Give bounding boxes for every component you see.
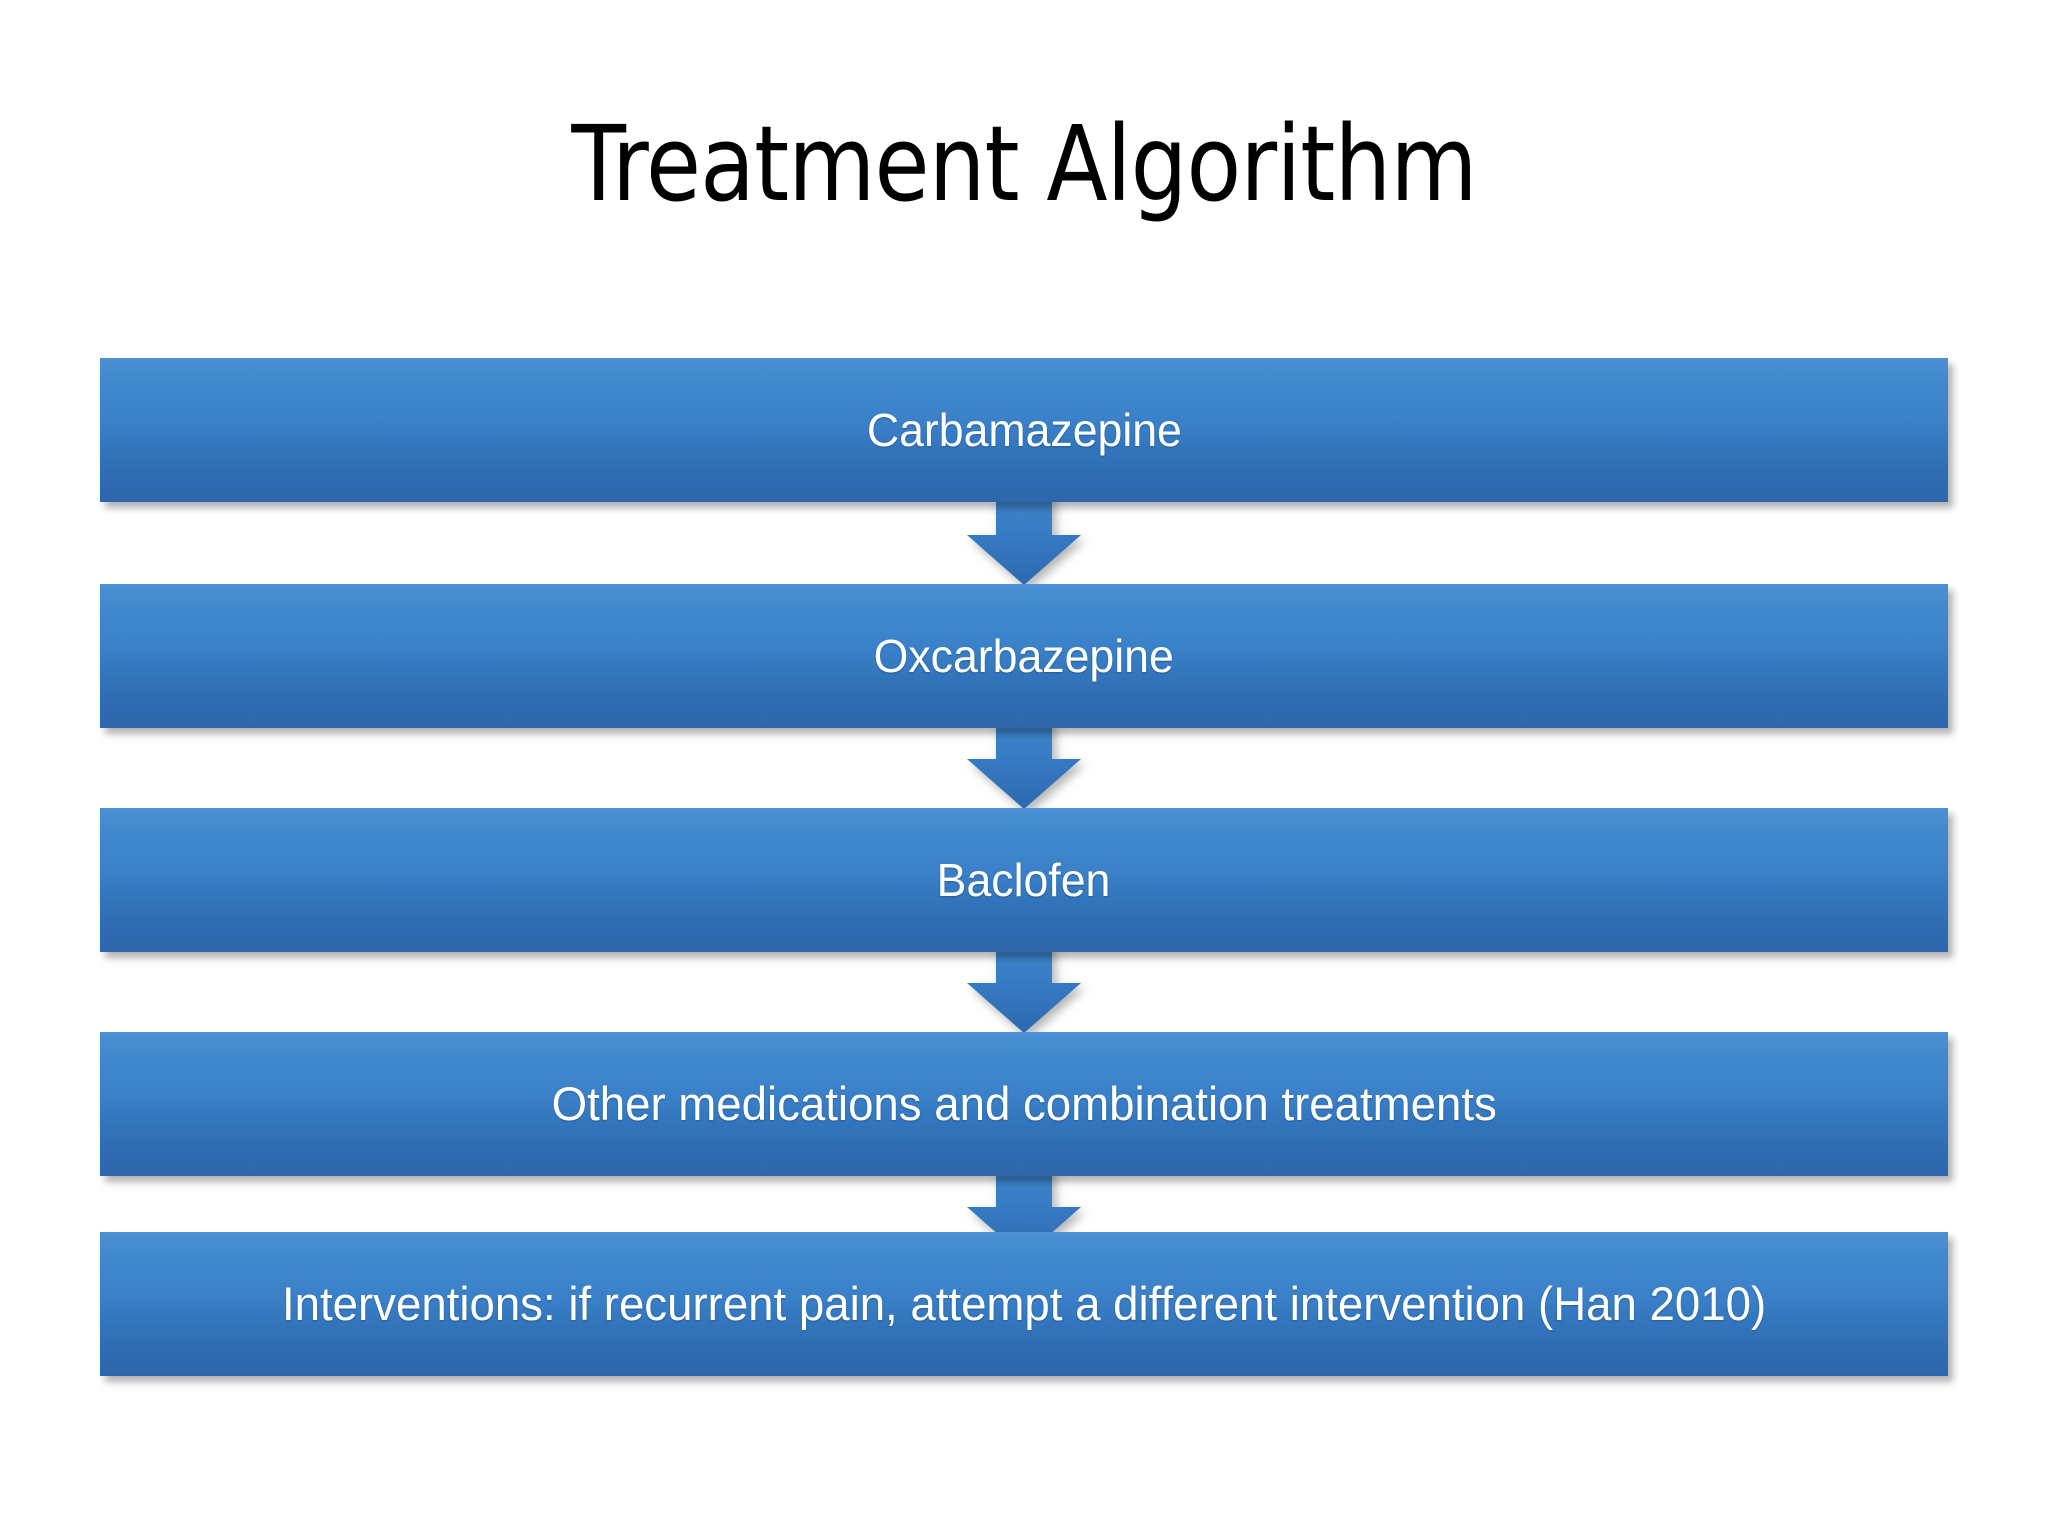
down-arrow-icon bbox=[967, 717, 1081, 809]
down-arrow-icon bbox=[967, 493, 1081, 585]
flow-step-5-label: Interventions: if recurrent pain, attemp… bbox=[281, 1277, 1767, 1330]
down-arrow-icon bbox=[967, 941, 1081, 1033]
flow-step-3-label: Baclofen bbox=[937, 854, 1111, 906]
treatment-algorithm-flowchart: Carbamazepine Oxcarbazepine bbox=[100, 358, 1948, 1376]
flow-step-4-label: Other medications and combination treatm… bbox=[551, 1077, 1497, 1130]
down-arrow-icon bbox=[967, 1165, 1081, 1257]
flow-step-3[interactable]: Baclofen bbox=[100, 808, 1948, 952]
flow-step-2-label: Oxcarbazepine bbox=[873, 630, 1175, 682]
page-title: Treatment Algorithm bbox=[571, 103, 1477, 225]
flow-step-5[interactable]: Interventions: if recurrent pain, attemp… bbox=[100, 1232, 1948, 1376]
flow-step-1[interactable]: Carbamazepine bbox=[100, 358, 1948, 502]
flow-step-1-label: Carbamazepine bbox=[866, 404, 1182, 456]
flow-step-4[interactable]: Other medications and combination treatm… bbox=[100, 1032, 1948, 1176]
flow-step-2[interactable]: Oxcarbazepine bbox=[100, 584, 1948, 728]
